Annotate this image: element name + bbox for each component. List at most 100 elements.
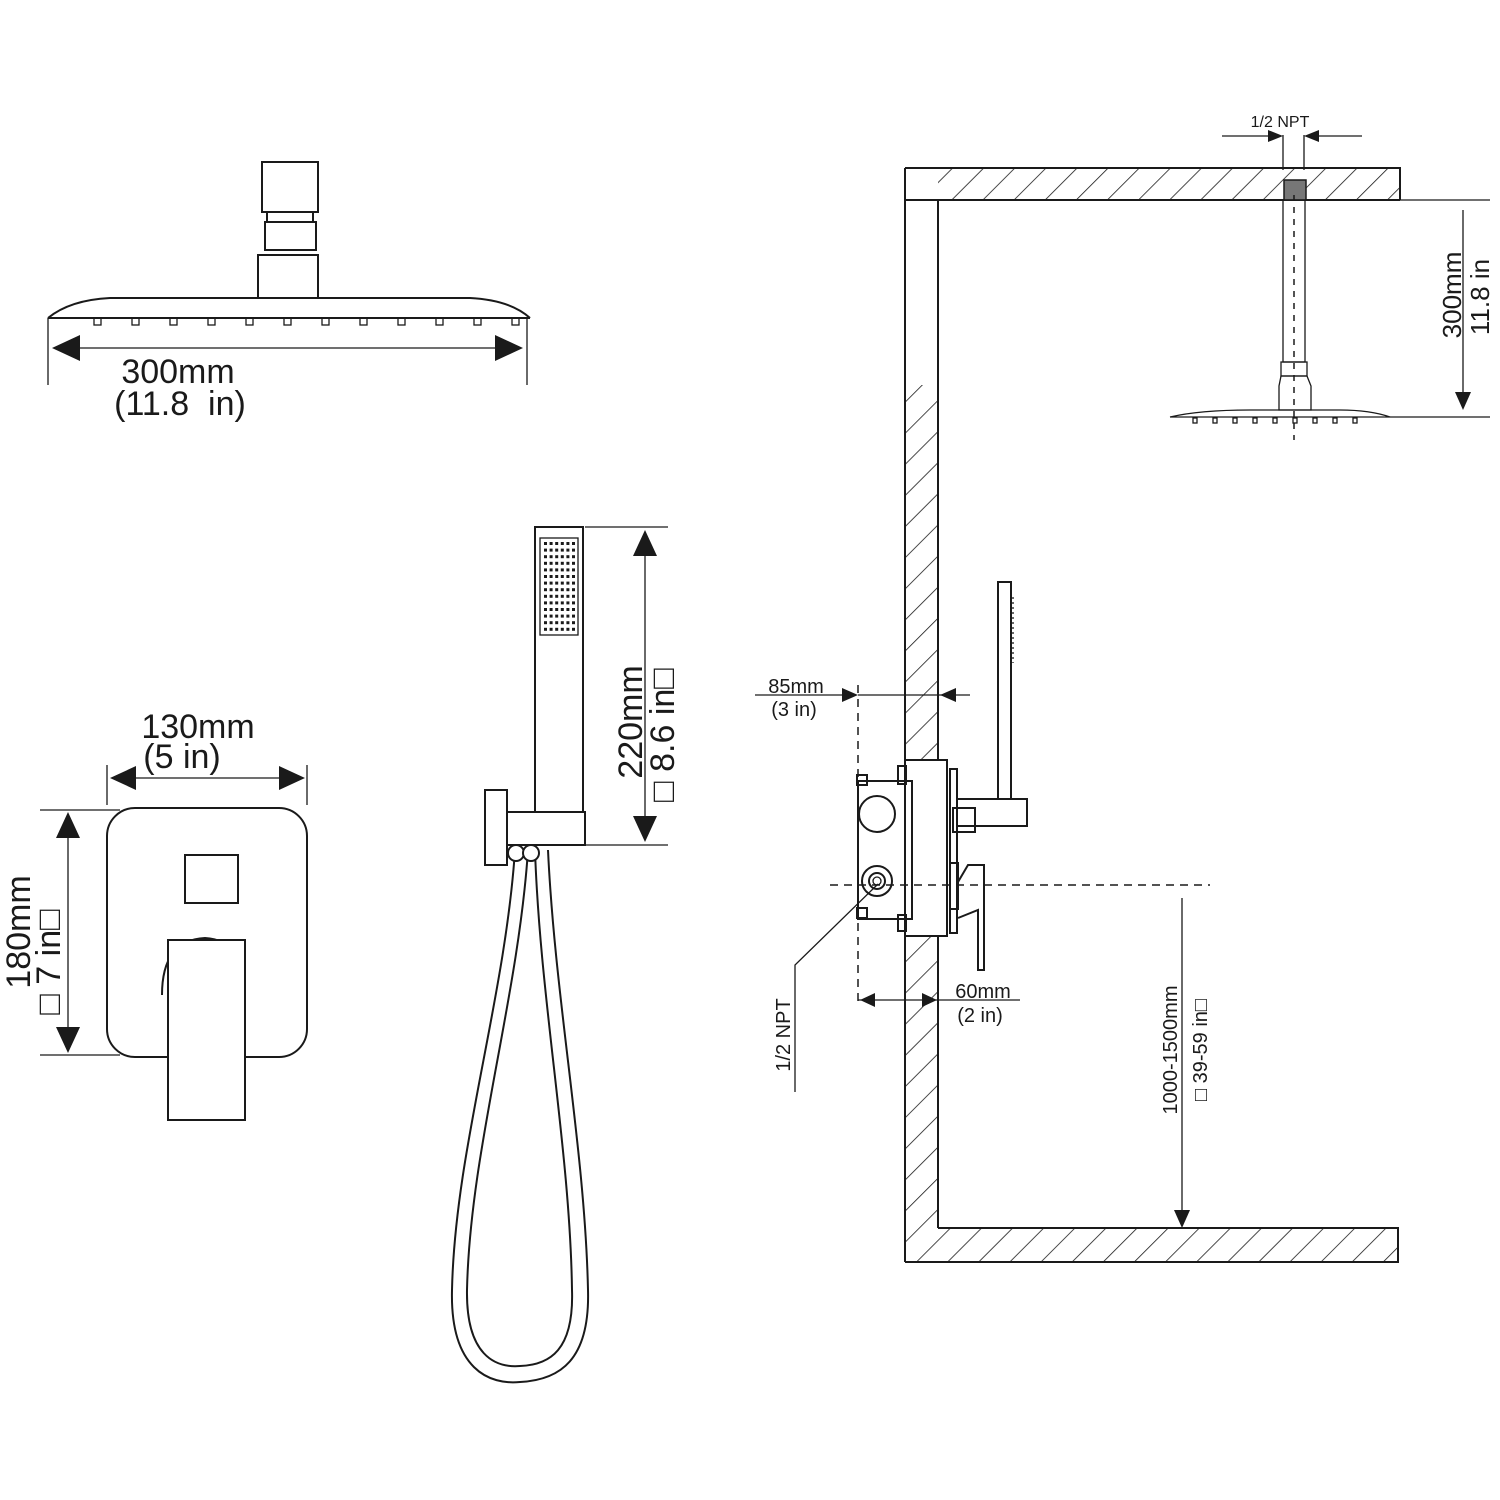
nozzle: [359, 317, 368, 326]
spray-hole: [549, 542, 553, 545]
valve-handle: [167, 939, 246, 1121]
spray-hole: [555, 608, 559, 611]
arm-length-mm: 300mm: [1437, 252, 1467, 339]
nozzle: [321, 317, 330, 326]
nozzle: [473, 317, 482, 326]
spray-hole: [555, 594, 559, 598]
spray-hole: [549, 614, 553, 618]
mixing-valve-body: [856, 581, 1028, 971]
spray-hole: [544, 627, 547, 631]
ceiling-section: [938, 168, 1400, 200]
ceiling-thread-fitting: [1283, 179, 1307, 201]
floor-section: [905, 1228, 1398, 1262]
spray-hole: [566, 594, 570, 598]
spray-hole: [555, 575, 559, 578]
spray-hole: [572, 614, 575, 618]
spray-hole: [560, 548, 564, 552]
top-thread-label: 1/2 NPT: [1251, 114, 1310, 131]
spray-hole: [555, 627, 559, 631]
wall-holder: [484, 789, 508, 866]
spray-hole: [566, 548, 570, 552]
shower-nozzles: [93, 317, 520, 326]
valve-trim-drawing: 130mm (5 in) 180mm □ 7 in□: [0, 708, 308, 1121]
spray-hole: [566, 568, 570, 572]
spray-hole: [566, 555, 570, 559]
spray-hole: [549, 621, 553, 625]
valve-depth-in: (2 in): [957, 1005, 1003, 1027]
nozzle: [1252, 417, 1258, 424]
spray-hole: [560, 581, 564, 585]
nozzle: [397, 317, 406, 326]
wall-depth-in: (3 in): [771, 699, 817, 721]
spray-hole: [566, 621, 570, 625]
spray-hole: [549, 568, 553, 572]
spray-hole: [544, 601, 547, 605]
spray-hole: [555, 588, 559, 592]
installation-side-view: 1/2 NPT 300mm 11.8 in: [755, 114, 1495, 1263]
hand-shower-drawing: 220mm □ 8.6 in□: [450, 526, 682, 1384]
trim-width-mm: 130mm: [141, 708, 254, 746]
spray-hole: [560, 555, 564, 559]
spray-hole: [560, 588, 564, 592]
rain-shower-width-mm: 300mm: [121, 353, 234, 391]
nozzle: [93, 317, 102, 326]
nozzle: [1332, 417, 1338, 424]
nozzle: [511, 317, 520, 326]
nozzle: [1352, 417, 1358, 424]
wall-depth-mm: 85mm: [768, 676, 824, 698]
spray-hole: [544, 594, 547, 598]
spray-hole: [549, 561, 553, 565]
spray-hole: [544, 608, 547, 611]
spray-hole: [555, 581, 559, 585]
thread-leader-line: [794, 883, 879, 1092]
trim-width-in: (5 in): [143, 738, 220, 776]
nozzle: [1312, 417, 1318, 424]
spray-hole: [549, 555, 553, 559]
spray-hole: [555, 561, 559, 565]
spray-hole: [566, 542, 570, 545]
spray-hole: [549, 588, 553, 592]
hand-shower-length-in: □ 8.6 in□: [644, 668, 682, 802]
nozzle: [1212, 417, 1218, 424]
shower-head-nozzles: [1192, 417, 1358, 424]
valve-thread-label: 1/2 NPT: [773, 998, 795, 1071]
spray-hole: [549, 575, 553, 578]
spray-hole: [560, 614, 564, 618]
spray-hole: [560, 561, 564, 565]
spray-hole: [566, 581, 570, 585]
spray-hole: [544, 621, 547, 625]
trim-height-mm: 180mm: [0, 875, 38, 988]
nozzle: [1232, 417, 1238, 424]
spray-hole: [560, 608, 564, 611]
nozzle: [435, 317, 444, 326]
spray-hole: [549, 581, 553, 585]
valve-height-in: □ 39-59 in□: [1190, 999, 1212, 1101]
spray-hole: [572, 601, 575, 605]
shower-hose: [450, 849, 590, 1384]
valve-depth-mm: 60mm: [955, 981, 1011, 1003]
hand-shower-length-mm: 220mm: [612, 665, 650, 778]
nozzle: [207, 317, 216, 326]
spray-hole: [560, 621, 564, 625]
nozzle: [283, 317, 292, 326]
spray-hole: [572, 568, 575, 572]
spray-hole: [572, 608, 575, 611]
spray-hole: [549, 627, 553, 631]
spray-hole: [566, 561, 570, 565]
spray-hole: [549, 601, 553, 605]
hand-shower-spray-face: [544, 542, 575, 631]
spray-hole: [560, 568, 564, 572]
spray-hole: [560, 594, 564, 598]
spray-hole: [566, 601, 570, 605]
spray-hole: [555, 568, 559, 572]
spray-hole: [566, 588, 570, 592]
spray-hole: [566, 575, 570, 578]
spray-hole: [544, 548, 547, 552]
arm-length-in: 11.8 in: [1465, 259, 1495, 335]
nozzle: [131, 317, 140, 326]
trim-height-in: □ 7 in□: [30, 909, 68, 1015]
valve-height-mm: 1000-1500mm: [1160, 986, 1182, 1115]
spray-hole: [555, 614, 559, 618]
spray-hole: [566, 627, 570, 631]
